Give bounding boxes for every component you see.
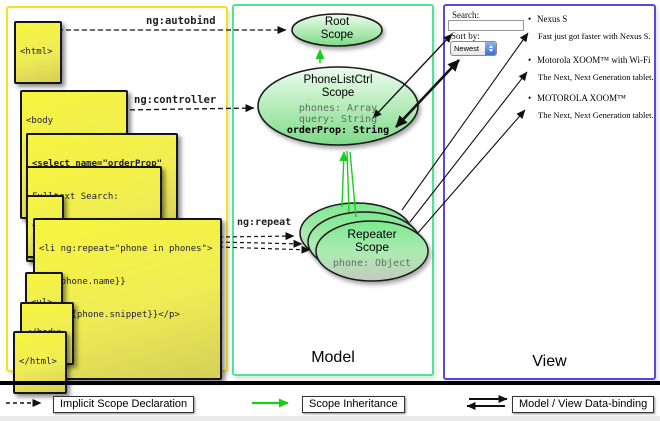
repeat-arrow-3 [218, 245, 311, 254]
sort-by-label: Sort by: [451, 31, 480, 41]
list-item: • Nexus S Fast just got faster with Nexus… [528, 14, 651, 41]
controller-arrow [121, 104, 255, 113]
repeat-arrow-2 [218, 239, 303, 248]
legend-databinding-box: Model / View Data-binding [512, 396, 655, 413]
bullet-icon: • [528, 55, 532, 65]
autobind-label: ng:autobind [146, 15, 216, 27]
item-desc: The Next, Next Generation tablet. [538, 72, 654, 82]
double-arrow-icon [466, 395, 508, 410]
sort-dropdown[interactable]: Newest [450, 41, 497, 56]
item-desc: Fast just got faster with Nexus S. [538, 31, 651, 41]
html-open-box: <html> [14, 21, 62, 84]
dashed-arrow-icon [6, 399, 42, 407]
binding-arrow-orderprop-sort [395, 59, 460, 128]
sort-dropdown-value: Newest [454, 44, 480, 53]
repeater-scope-label: Repeater Scope phone: Object [332, 227, 412, 270]
view-region-label: View [532, 353, 567, 370]
list-item: • MOTOROLA XOOM™ The Next, Next Generatio… [528, 93, 654, 120]
binding-arrow-item-2 [409, 71, 528, 223]
green-arrow-icon [252, 398, 289, 408]
item-name: Motorola XOOM™ with Wi-Fi [537, 55, 651, 65]
binding-arrow-item-3 [416, 109, 526, 235]
legend-divider [0, 381, 660, 385]
legend-implicit-box: Implicit Scope Declaration [53, 396, 195, 413]
phonelistctrl-scope-label: PhoneListCtrl Scope phones: Array query:… [286, 74, 390, 136]
item-name: MOTOROLA XOOM™ [537, 93, 626, 103]
legend-inheritance-box: Scope Inheritance [302, 396, 405, 413]
page-bottom-strip [0, 416, 660, 421]
list-item: • Motorola XOOM™ with Wi-Fi The Next, Nex… [528, 55, 654, 82]
inheritance-arrow-rep1 [339, 151, 349, 208]
repeat-arrow-1 [218, 232, 295, 241]
root-scope-label: Root Scope [320, 16, 354, 41]
root-scope-ellipse [291, 13, 383, 47]
item-desc: The Next, Next Generation tablet. [538, 110, 654, 120]
view-region: View [443, 4, 656, 380]
search-input[interactable] [448, 20, 524, 31]
repeat-label: ng:repeat [237, 217, 292, 228]
inheritance-arrow-rep2 [346, 150, 350, 213]
model-region-label: Model [311, 349, 355, 366]
dropdown-stepper-icon [485, 42, 496, 55]
search-label: Search: [452, 10, 479, 20]
binding-arrow-item-1 [401, 32, 529, 211]
inheritance-arrow-rep3 [349, 151, 357, 218]
bullet-icon: • [528, 14, 532, 24]
item-name: Nexus S [537, 14, 568, 24]
repeater-scope-ellipse-front [315, 220, 429, 282]
bullet-icon: • [528, 93, 532, 103]
controller-label: ng:controller [134, 94, 217, 106]
